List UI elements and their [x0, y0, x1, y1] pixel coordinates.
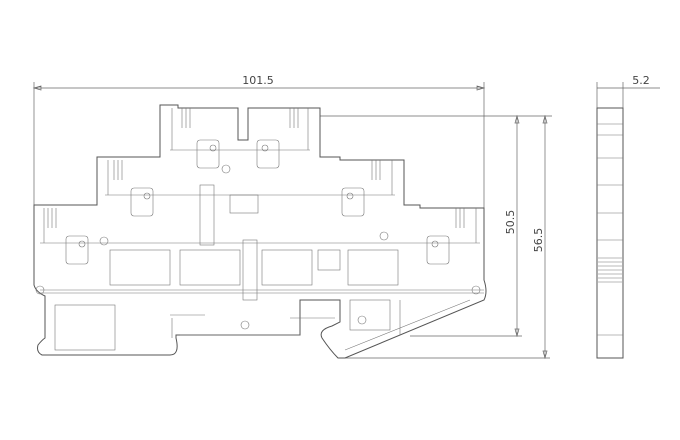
front-view — [33, 104, 487, 359]
height-dimensions: 50.5 56.5 — [320, 114, 552, 360]
inner-height-label: 50.5 — [504, 210, 517, 235]
thickness-label: 5.2 — [632, 74, 650, 87]
side-view: 5.2 — [596, 74, 660, 359]
width-label: 101.5 — [242, 74, 274, 87]
width-dimension: 101.5 — [32, 74, 486, 245]
total-height-label: 56.5 — [532, 228, 545, 253]
